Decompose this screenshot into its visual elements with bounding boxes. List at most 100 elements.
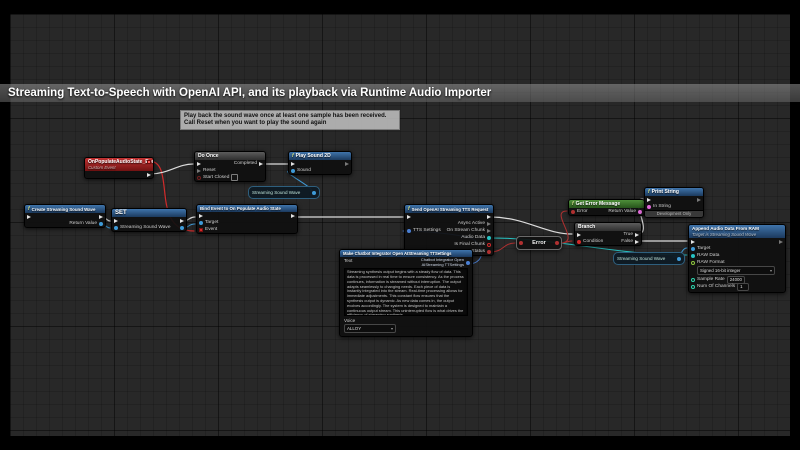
exec-in-pin[interactable]	[291, 162, 295, 166]
exec-in-pin[interactable]	[114, 219, 118, 223]
exec-in-pin[interactable]	[647, 198, 651, 202]
raw-format-pin[interactable]	[691, 261, 695, 265]
send-tts-title: Send OpenAI Streaming TTS Request	[412, 207, 489, 212]
target-pin[interactable]	[199, 221, 203, 225]
text-field-input[interactable]: Streaming synthesis output begins with a…	[344, 268, 468, 316]
send-tts-header: f Send OpenAI Streaming TTS Request	[405, 205, 493, 213]
exec-out-pin[interactable]	[291, 214, 295, 218]
function-icon: f	[292, 153, 294, 159]
branch-title: Branch	[578, 224, 595, 230]
play-sound-header: f Play Sound 2D	[289, 152, 351, 160]
raw-format-dropdown[interactable]: Signed 16-bit integer ▾	[697, 266, 775, 275]
num-channels-input[interactable]: 1	[737, 283, 749, 291]
get-error-title: Get Error Message	[576, 201, 620, 207]
async-active-pin[interactable]	[487, 222, 491, 226]
append-subtitle: Target is Streaming Sound Wave	[692, 232, 782, 237]
value-in-pin[interactable]	[114, 226, 118, 230]
node-append-audio-data[interactable]: Append Audio Data From RAM Target is Str…	[688, 224, 786, 293]
exec-out-pin[interactable]	[697, 198, 701, 202]
reset-exec-pin[interactable]	[197, 169, 201, 173]
getter-streaming-sound-wave-1[interactable]: Streaming Sound Wave	[248, 186, 320, 199]
pin-label-target: Target	[205, 220, 218, 225]
exec-in-pin[interactable]	[199, 214, 203, 218]
exec-out-pin[interactable]	[147, 173, 151, 177]
node-bind-event[interactable]: Bind Event to On Populate Audio State Ta…	[196, 204, 298, 234]
false-exec-pin[interactable]	[635, 240, 639, 244]
pin-label-completed: Completed	[234, 161, 257, 166]
error-pin[interactable]	[571, 210, 575, 214]
audio-data-pin[interactable]	[487, 236, 491, 240]
pin-label-on-stream-chunk: On Stream Chunk	[447, 228, 485, 233]
num-channels-pin[interactable]	[691, 285, 695, 289]
raw-data-pin[interactable]	[691, 254, 695, 258]
exec-in-pin[interactable]	[691, 240, 695, 244]
custom-event-header: OnPopulateAudioState_Event Custom Event	[85, 158, 153, 171]
tts-settings-pin[interactable]	[407, 229, 411, 233]
node-set-streaming-sound-wave[interactable]: SET Streaming Sound Wave	[111, 208, 187, 232]
is-final-chunk-pin[interactable]	[487, 243, 491, 247]
error-status-pin[interactable]	[487, 250, 491, 254]
voice-dropdown[interactable]: ALLOY ▾	[344, 324, 396, 333]
exec-out-pin[interactable]	[345, 162, 349, 166]
getter-streaming-sound-wave-2[interactable]: Streaming Sound Wave	[613, 252, 685, 265]
error-out-pin[interactable]	[555, 241, 559, 245]
node-make-tts-settings[interactable]: Make Chatbot Integrator Open AIStreaming…	[339, 249, 473, 337]
pin-label-false: False	[621, 239, 633, 244]
pin-label-return-value: Return Value	[69, 221, 97, 226]
on-stream-chunk-pin[interactable]	[487, 229, 491, 233]
exec-in-pin[interactable]	[197, 162, 201, 166]
raw-format-value: Signed 16-bit integer	[700, 267, 741, 274]
pin-label-error: Error	[577, 209, 588, 214]
node-error-reroute[interactable]: Error	[516, 236, 562, 250]
node-get-error-message[interactable]: f Get Error Message Error Return Value	[568, 199, 645, 216]
comment-node[interactable]: Play back the sound wave once at least o…	[180, 110, 400, 130]
true-exec-pin[interactable]	[635, 233, 639, 237]
getter-output-pin[interactable]	[312, 191, 316, 195]
delegate-pin[interactable]	[147, 160, 151, 164]
getter-label: Streaming Sound Wave	[252, 190, 300, 195]
create-header: f Create Streaming Sound Wave	[25, 205, 105, 213]
return-value-pin[interactable]	[99, 222, 103, 226]
start-closed-pin[interactable]	[197, 176, 201, 180]
append-title: Append Audio Data From RAM	[692, 226, 759, 231]
exec-out-pin[interactable]	[779, 240, 783, 244]
node-branch[interactable]: Branch True Condition False	[574, 222, 642, 246]
append-header: Append Audio Data From RAM Target is Str…	[689, 225, 785, 238]
pin-label-true: True	[623, 232, 633, 237]
exec-in-pin[interactable]	[577, 233, 581, 237]
chevron-down-icon: ▾	[770, 267, 772, 274]
node-custom-event[interactable]: OnPopulateAudioState_Event Custom Event	[84, 157, 154, 179]
exec-out-pin[interactable]	[99, 215, 103, 219]
return-value-pin[interactable]	[638, 210, 642, 214]
error-in-pin[interactable]	[519, 241, 523, 245]
getter-output-pin[interactable]	[677, 257, 681, 261]
event-delegate-pin[interactable]	[199, 228, 203, 232]
sample-rate-pin[interactable]	[691, 278, 695, 282]
condition-pin[interactable]	[577, 240, 581, 244]
comment-line-1: Play back the sound wave once at least o…	[184, 113, 396, 120]
pin-label-sound: Sound	[297, 168, 311, 173]
function-icon: f	[408, 206, 410, 212]
make-output-pin[interactable]	[466, 261, 470, 265]
completed-exec-pin[interactable]	[259, 162, 263, 166]
exec-in-pin[interactable]	[27, 215, 31, 219]
node-create-streaming-sound-wave[interactable]: f Create Streaming Sound Wave Return Val…	[24, 204, 106, 228]
value-out-pin[interactable]	[180, 226, 184, 230]
graph-title-banner: Streaming Text-to-Speech with OpenAI API…	[0, 84, 800, 102]
target-pin[interactable]	[691, 247, 695, 251]
chevron-down-icon: ▾	[391, 325, 393, 332]
make-title: Make Chatbot Integrator Open AIStreaming…	[343, 251, 452, 256]
in-string-pin[interactable]	[647, 205, 651, 209]
sound-pin[interactable]	[291, 169, 295, 173]
node-play-sound-2d[interactable]: f Play Sound 2D Sound	[288, 151, 352, 175]
start-closed-checkbox[interactable]	[231, 174, 238, 181]
exec-out-pin[interactable]	[180, 219, 184, 223]
node-print-string[interactable]: f Print String In String Development Onl…	[644, 187, 704, 218]
pin-label-tts-settings: TTS Settings	[413, 228, 441, 233]
node-do-once[interactable]: Do Once Completed Reset Start Closed	[194, 151, 266, 182]
exec-out-pin[interactable]	[487, 215, 491, 219]
make-output-label: Chatbot Integrator Open AIStreaming TTSe…	[408, 258, 464, 267]
getter-label: Streaming Sound Wave	[617, 256, 665, 261]
create-title: Create Streaming Sound Wave	[32, 207, 96, 212]
exec-in-pin[interactable]	[407, 215, 411, 219]
